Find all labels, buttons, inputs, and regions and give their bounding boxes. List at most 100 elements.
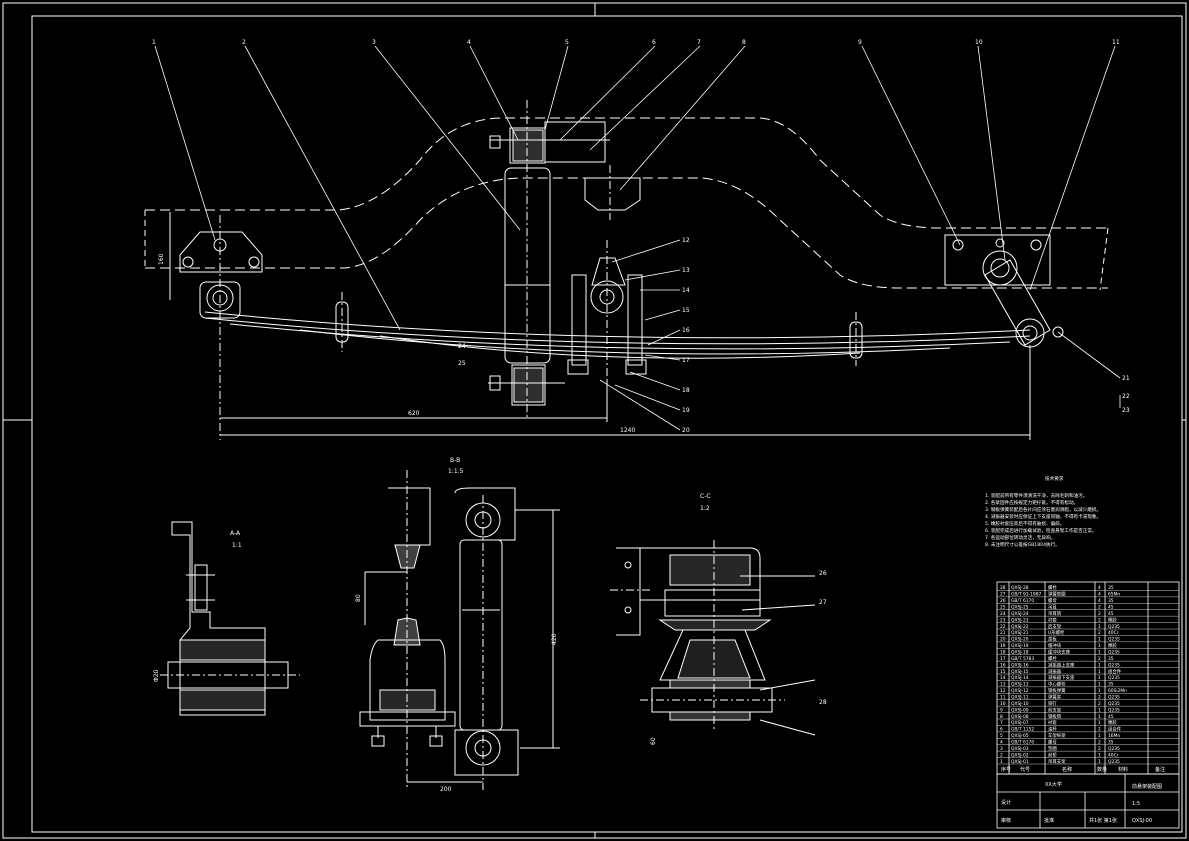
parts-cell-qty: 1 [1098,759,1101,765]
cc-bracket-body [659,629,766,681]
tech-req-line-2: 2. 各紧固件应按规定力矩拧紧，不得有松动。 [985,499,1078,506]
section-cc-title: C-C [700,493,711,500]
parts-cell-name: 钢板弹簧 [1048,687,1066,694]
parts-cell-name: 缓冲块 [1048,642,1062,649]
parts-cell-name: 减振器上支座 [1048,661,1075,668]
parts-cell-no: 4 [1000,740,1003,746]
parts-cell-qty: 2 [1098,701,1101,707]
callout-21: 21 [1122,375,1130,382]
parts-cell-code: QXSJ-03 [1011,746,1029,752]
parts-cell-material: 组合件 [1108,726,1122,733]
callout-15: 15 [682,307,690,314]
parts-cell-qty: 1 [1098,662,1101,668]
parts-cell-code: QXSJ-01 [1011,759,1029,765]
parts-cell-name: 垫圈 [1048,745,1057,752]
callout-8: 8 [742,39,746,46]
callout-27: 27 [819,599,827,606]
parts-cell-code: QXSJ-08 [1011,714,1029,720]
header-col-no: 序号 [1001,766,1011,773]
rear-bracket [944,234,1051,286]
parts-cell-no: 14 [1000,675,1006,681]
drawing-scale: 1:5 [1132,801,1140,807]
parts-cell-qty: 1 [1098,752,1101,758]
callout-23: 23 [1122,407,1130,414]
parts-cell-qty: 4 [1098,592,1101,598]
section-aa-scale: 1:1 [232,542,242,549]
parts-cell-code: QXSJ-11 [1011,695,1029,701]
parts-cell-no: 8 [1000,714,1003,720]
callout-14: 14 [682,287,690,294]
parts-cell-qty: 2 [1098,656,1101,662]
parts-cell-code: QXSJ-25 [1011,605,1029,611]
shock-lower-mount [511,364,546,406]
tech-req-line-1: 1. 装配前所有零件须清洗干净，去除毛刺和油污。 [985,492,1087,499]
parts-cell-code: QXSJ-19 [1011,643,1029,649]
leaf-spring [204,311,1031,339]
parts-cell-material: Q235 [1108,662,1120,668]
section-bb-title: B-B [450,457,460,464]
school-name: XX大学 [1045,781,1062,788]
parts-cell-material: 橡胶 [1108,616,1117,623]
parts-cell-material: 组合件 [1108,668,1122,675]
parts-cell-material: 45 [1108,605,1114,611]
spring-clip-right [849,321,863,359]
parts-cell-no: 25 [1000,605,1006,611]
parts-cell-qty: 1 [1098,669,1101,675]
parts-cell-material: 16Mn [1108,733,1120,739]
parts-cell-no: 10 [1000,701,1006,707]
sheet-info: 共1张 第1张 [1089,817,1117,824]
tech-req-line-7: 7. 各运动部位转动灵活，无异响。 [985,534,1055,541]
header-col-material: 材料 [1118,766,1128,773]
parts-cell-material: Q235 [1108,746,1120,752]
overall-length-dim: 1240 [620,427,635,434]
section-aa-title: A-A [230,530,241,537]
parts-cell-no: 11 [1000,695,1006,701]
parts-cell-name: 前桥 [1048,751,1057,758]
parts-cell-no: 3 [1000,746,1003,752]
parts-cell-qty: 1 [1098,720,1101,726]
parts-cell-material: 60Si2Mn [1108,688,1127,694]
parts-cell-no: 18 [1000,650,1006,656]
parts-cell-code: QXSJ-07 [1011,720,1029,726]
parts-cell-no: 12 [1000,688,1006,694]
parts-cell-no: 7 [1000,720,1003,726]
parts-cell-name: 减振器 [1048,668,1062,675]
front-bracket [179,231,263,273]
parts-cell-code: GB/T 5783 [1011,656,1034,662]
cc-dim: 60 [650,737,657,745]
parts-cell-name: 缓冲块支座 [1048,649,1071,656]
parts-cell-code: QXSJ-22 [1011,624,1029,630]
parts-cell-material: Q235 [1108,707,1120,713]
parts-cell-code: QXSJ-16 [1011,662,1029,668]
parts-cell-name: 车架纵梁 [1048,732,1066,739]
frame-rail-lower [145,177,1108,289]
parts-cell-qty: 4 [1098,598,1101,604]
parts-cell-material: 65Mn [1108,592,1120,598]
parts-cell-qty: 1 [1098,675,1101,681]
parts-cell-name: 钢板销 [1048,713,1062,720]
callout-9: 9 [858,39,862,46]
parts-cell-qty: 1 [1098,643,1101,649]
callout-6: 6 [652,39,656,46]
parts-cell-material: Q235 [1108,675,1120,681]
callout-26: 26 [819,570,827,577]
parts-cell-name: 盖板 [1048,636,1057,643]
parts-cell-name: 螺母 [1048,597,1057,604]
parts-cell-material: 35 [1108,585,1114,591]
header-col-qty: 数量 [1097,766,1107,773]
parts-cell-material: Q235 [1108,695,1120,701]
parts-cell-code: QXSJ-20 [1011,637,1029,643]
callout-22: 22 [1122,393,1130,400]
parts-cell-material: 45 [1108,714,1114,720]
inner-border [31,15,1183,833]
section-bb-scale: 1:1.5 [448,468,464,475]
callout-17: 17 [682,357,690,364]
parts-cell-name: 弹簧垫圈 [1048,591,1066,598]
callout-7: 7 [697,39,701,46]
bump-stop-bracket [584,177,641,211]
parts-cell-qty: 1 [1098,682,1101,688]
parts-cell-material: 35 [1108,740,1114,746]
parts-cell-qty: 2 [1098,740,1101,746]
